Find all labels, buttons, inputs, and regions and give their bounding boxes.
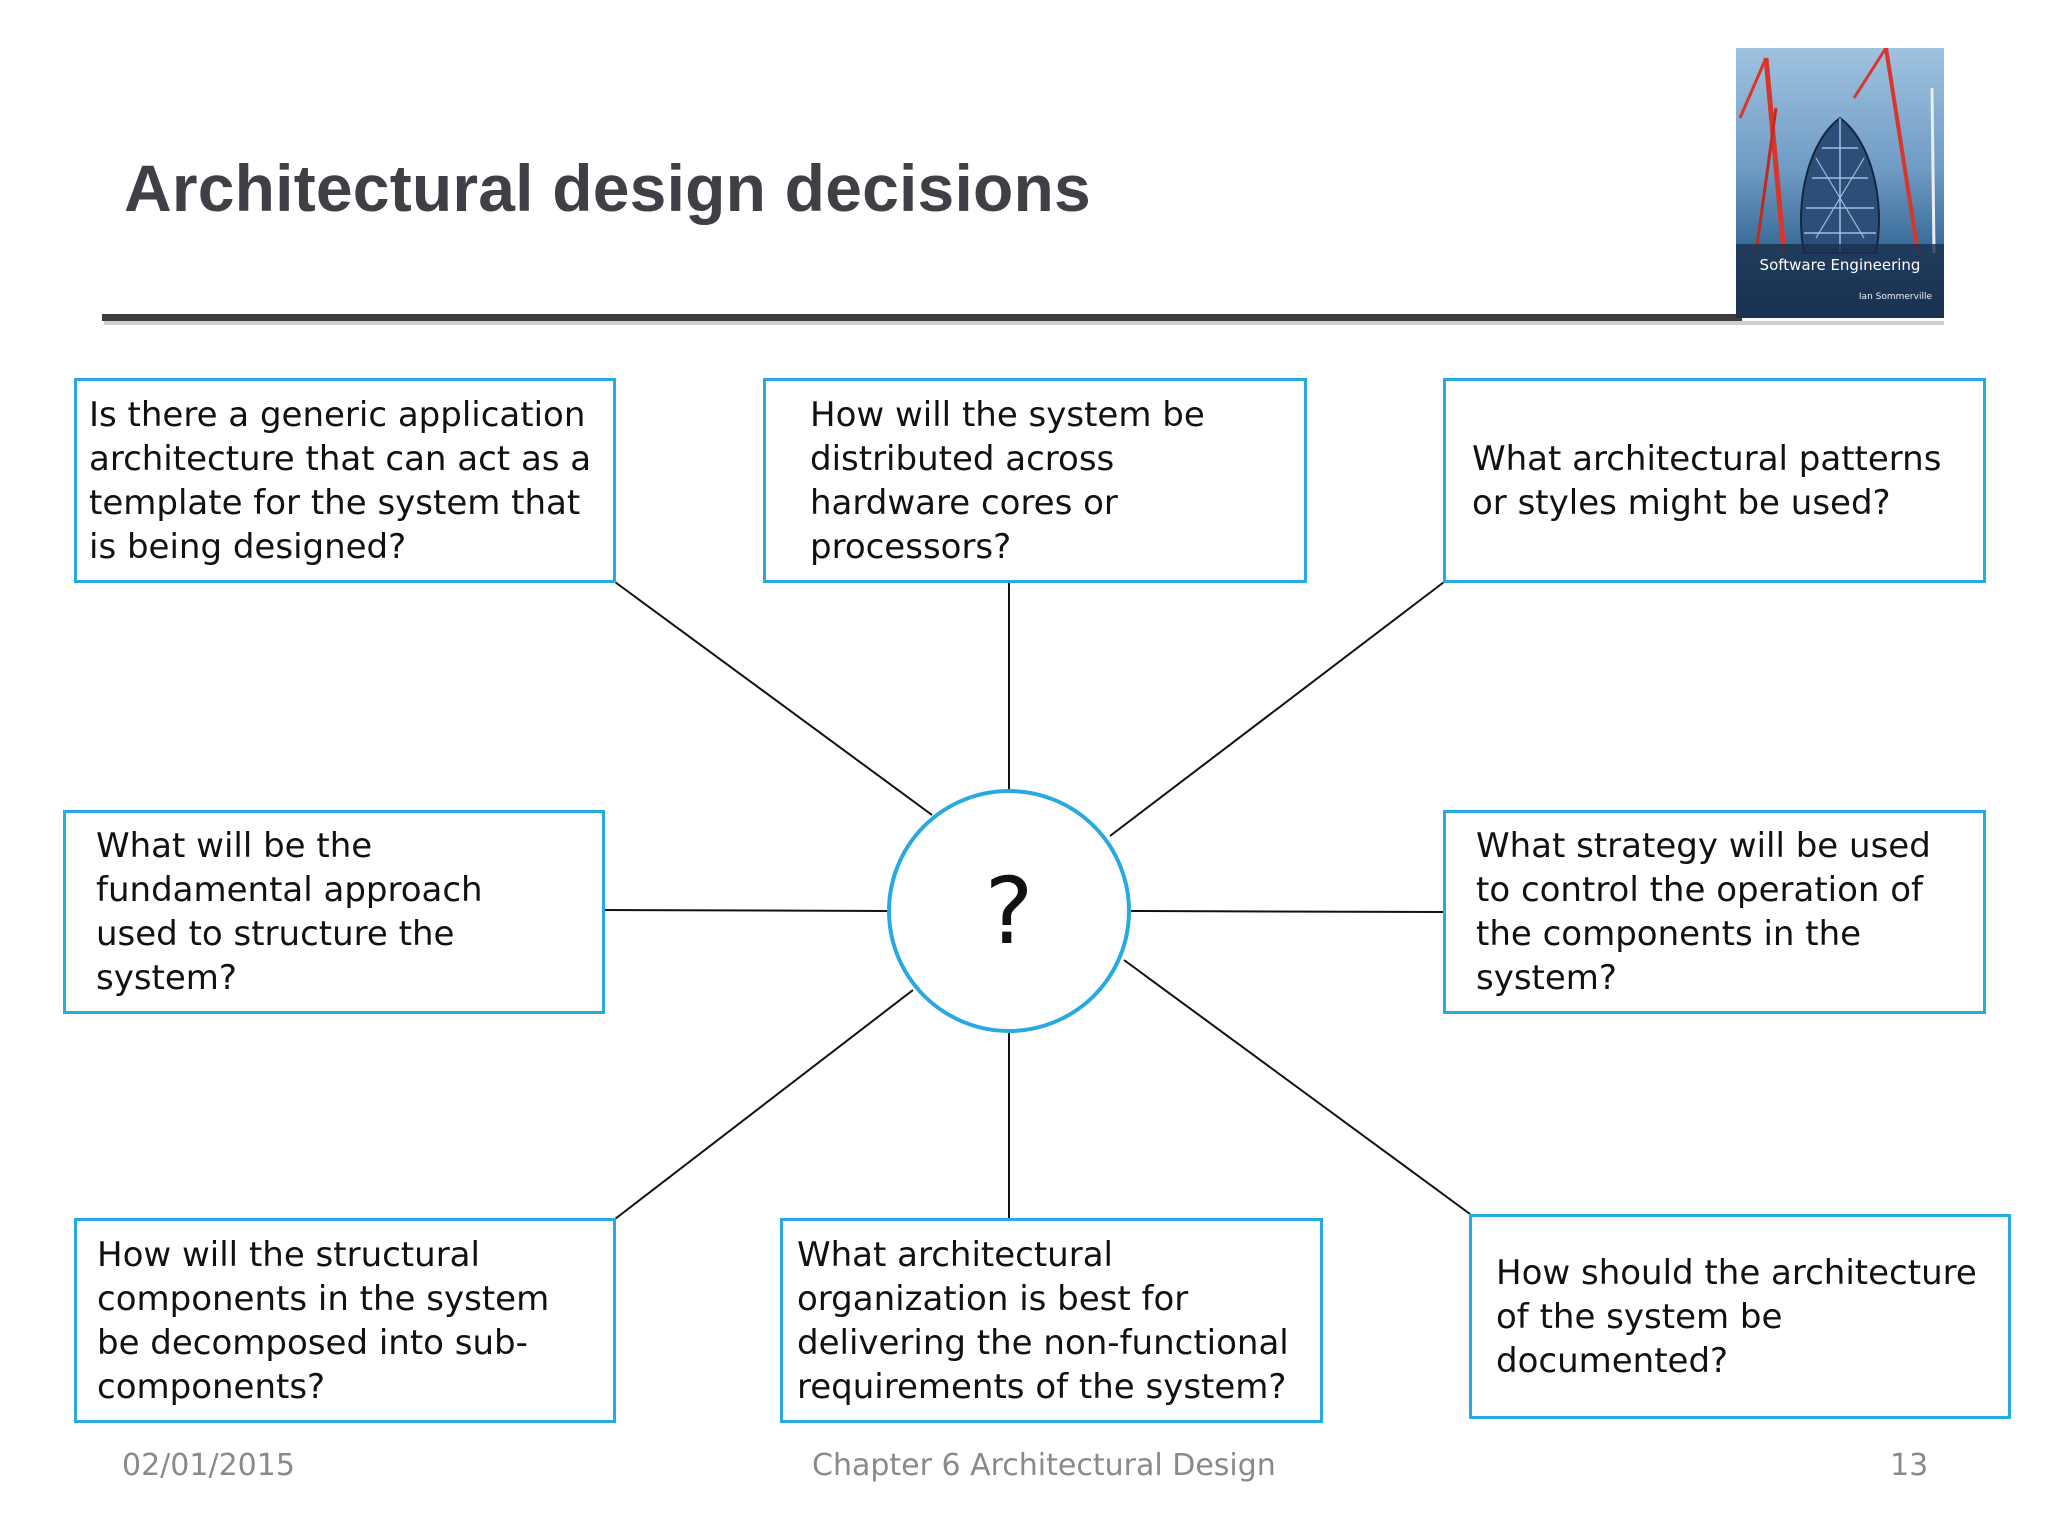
connector-decomposition <box>614 989 914 1220</box>
title-divider <box>102 314 1742 321</box>
central-question-mark: ? <box>984 857 1034 965</box>
question-box-fundamental-approach: What will be the fundamental approach us… <box>63 810 605 1014</box>
connector-fundamental-approach <box>603 909 888 912</box>
question-text: Is there a generic application architect… <box>89 394 592 567</box>
question-text: What architectural organization is best … <box>797 1234 1289 1407</box>
question-text: How should the architecture of the syste… <box>1496 1252 1977 1381</box>
book-cover-image: Software Engineering Ian Sommerville <box>1736 48 1944 318</box>
footer-date: 02/01/2015 <box>122 1448 295 1483</box>
cover-title: Software Engineering <box>1759 256 1921 274</box>
connector-generic-template <box>614 581 933 816</box>
connector-documentation <box>1123 959 1471 1215</box>
question-text: What strategy will be used to control th… <box>1476 826 1931 998</box>
connector-patterns <box>1109 581 1445 837</box>
central-question-circle: ? <box>887 789 1131 1033</box>
question-box-patterns: What architectural patterns or styles mi… <box>1443 378 1986 583</box>
question-text: What will be the fundamental approach us… <box>96 826 483 998</box>
question-box-documentation: How should the architecture of the syste… <box>1469 1214 2011 1419</box>
footer-chapter: Chapter 6 Architectural Design <box>812 1448 1276 1483</box>
connector-control-strategy <box>1130 910 1444 913</box>
question-text: What architectural patterns or styles mi… <box>1472 438 1942 523</box>
question-box-nonfunctional: What architectural organization is best … <box>780 1218 1323 1423</box>
slide-title: Architectural design decisions <box>124 151 1091 225</box>
question-text: How will the structural components in th… <box>97 1234 550 1407</box>
question-text: How will the system be distributed acros… <box>810 394 1205 567</box>
cover-author: Ian Sommerville <box>1858 292 1932 302</box>
question-box-control-strategy: What strategy will be used to control th… <box>1443 810 1986 1014</box>
question-box-decomposition: How will the structural components in th… <box>74 1218 616 1423</box>
building-illustration <box>1736 48 1944 318</box>
question-box-generic-template: Is there a generic application architect… <box>74 378 616 583</box>
question-box-distribution: How will the system be distributed acros… <box>763 378 1307 583</box>
title-divider-shadow <box>104 321 1944 325</box>
footer-page-number: 13 <box>1890 1448 1929 1483</box>
